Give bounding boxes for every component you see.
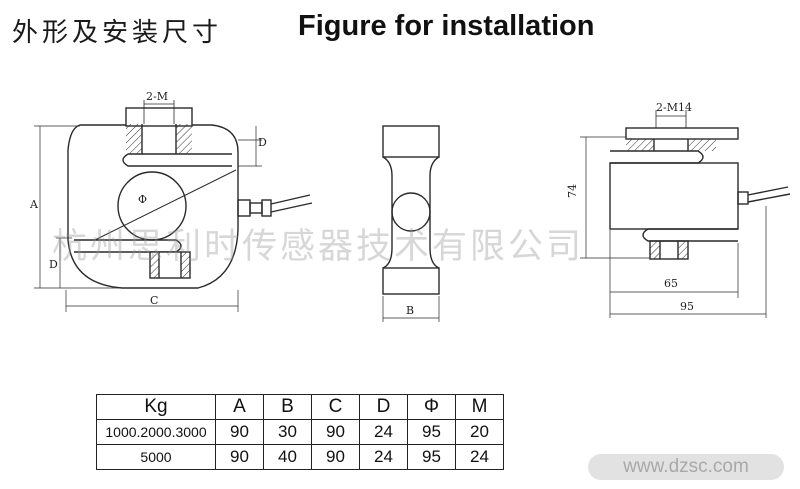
cell-phi: 95 xyxy=(407,419,456,445)
table-row: 1000.2000.3000 90 30 90 24 95 20 xyxy=(96,419,504,445)
right-view xyxy=(580,110,791,318)
side-view xyxy=(382,125,440,322)
table-header-row: Kg A B C D Φ M xyxy=(96,394,504,420)
front-top-slot xyxy=(122,153,232,167)
title-english: Figure for installation xyxy=(298,10,595,42)
front-labels: 2-M D A D C Φ xyxy=(29,90,267,307)
cell-phi: 95 xyxy=(407,444,456,470)
cell-model: 5000 xyxy=(96,444,216,470)
front-thread-label: 2-M xyxy=(146,90,168,103)
header-phi: Φ xyxy=(407,394,456,420)
header-m: M xyxy=(455,394,504,420)
header-kg: Kg xyxy=(96,394,216,420)
spec-table: Kg A B C D Φ M 1000.2000.3000 90 30 90 2… xyxy=(96,394,504,470)
front-top-boss xyxy=(125,107,193,127)
side-dim-b: B xyxy=(406,304,414,317)
right-cable xyxy=(747,186,791,203)
cell-b: 40 xyxy=(263,444,312,470)
header-b: B xyxy=(263,394,312,420)
cell-model: 1000.2000.3000 xyxy=(96,419,216,445)
cell-c: 90 xyxy=(311,419,360,445)
right-connector xyxy=(737,191,749,205)
cell-m: 24 xyxy=(455,444,504,470)
cell-a: 90 xyxy=(215,444,264,470)
front-dim-d-bottom: D xyxy=(49,258,58,271)
right-dim-74: 74 xyxy=(566,184,579,198)
company-watermark: 杭州思利时传感器技术有限公司 xyxy=(52,227,585,267)
cell-m: 20 xyxy=(455,419,504,445)
right-dim-95: 95 xyxy=(680,300,694,313)
right-main-body xyxy=(609,162,739,230)
side-center-hole xyxy=(391,192,431,232)
header-d: D xyxy=(359,394,408,420)
front-dim-a: A xyxy=(29,198,39,211)
cell-a: 90 xyxy=(215,419,264,445)
front-phi-line xyxy=(94,169,237,241)
right-labels: 2-M14 74 65 95 xyxy=(566,101,694,313)
cell-d: 24 xyxy=(359,419,408,445)
side-labels: B xyxy=(406,304,414,317)
header-c: C xyxy=(311,394,360,420)
cell-d: 24 xyxy=(359,444,408,470)
front-cable xyxy=(270,194,313,213)
front-connector xyxy=(237,199,251,217)
right-top-slot xyxy=(610,150,704,164)
front-dim-d-top: D xyxy=(258,136,267,149)
right-bottom-slot xyxy=(642,228,738,242)
front-dim-phi: Φ xyxy=(138,193,147,206)
cell-b: 30 xyxy=(263,419,312,445)
front-dim-c: C xyxy=(150,294,158,307)
front-center-hole xyxy=(117,171,187,241)
right-top-boss xyxy=(625,127,739,140)
side-top-block xyxy=(382,125,440,158)
front-body-outline xyxy=(67,124,239,289)
site-watermark: www.dzsc.com xyxy=(588,454,784,480)
right-thread-label: 2-M14 xyxy=(656,101,692,114)
cell-c: 90 xyxy=(311,444,360,470)
title-chinese: 外形及安装尺寸 xyxy=(12,18,223,48)
table-row: 5000 90 40 90 24 95 24 xyxy=(96,444,504,470)
right-dim-65: 65 xyxy=(664,277,678,290)
header-a: A xyxy=(215,394,264,420)
side-bottom-block xyxy=(382,267,440,295)
front-view xyxy=(34,100,313,312)
